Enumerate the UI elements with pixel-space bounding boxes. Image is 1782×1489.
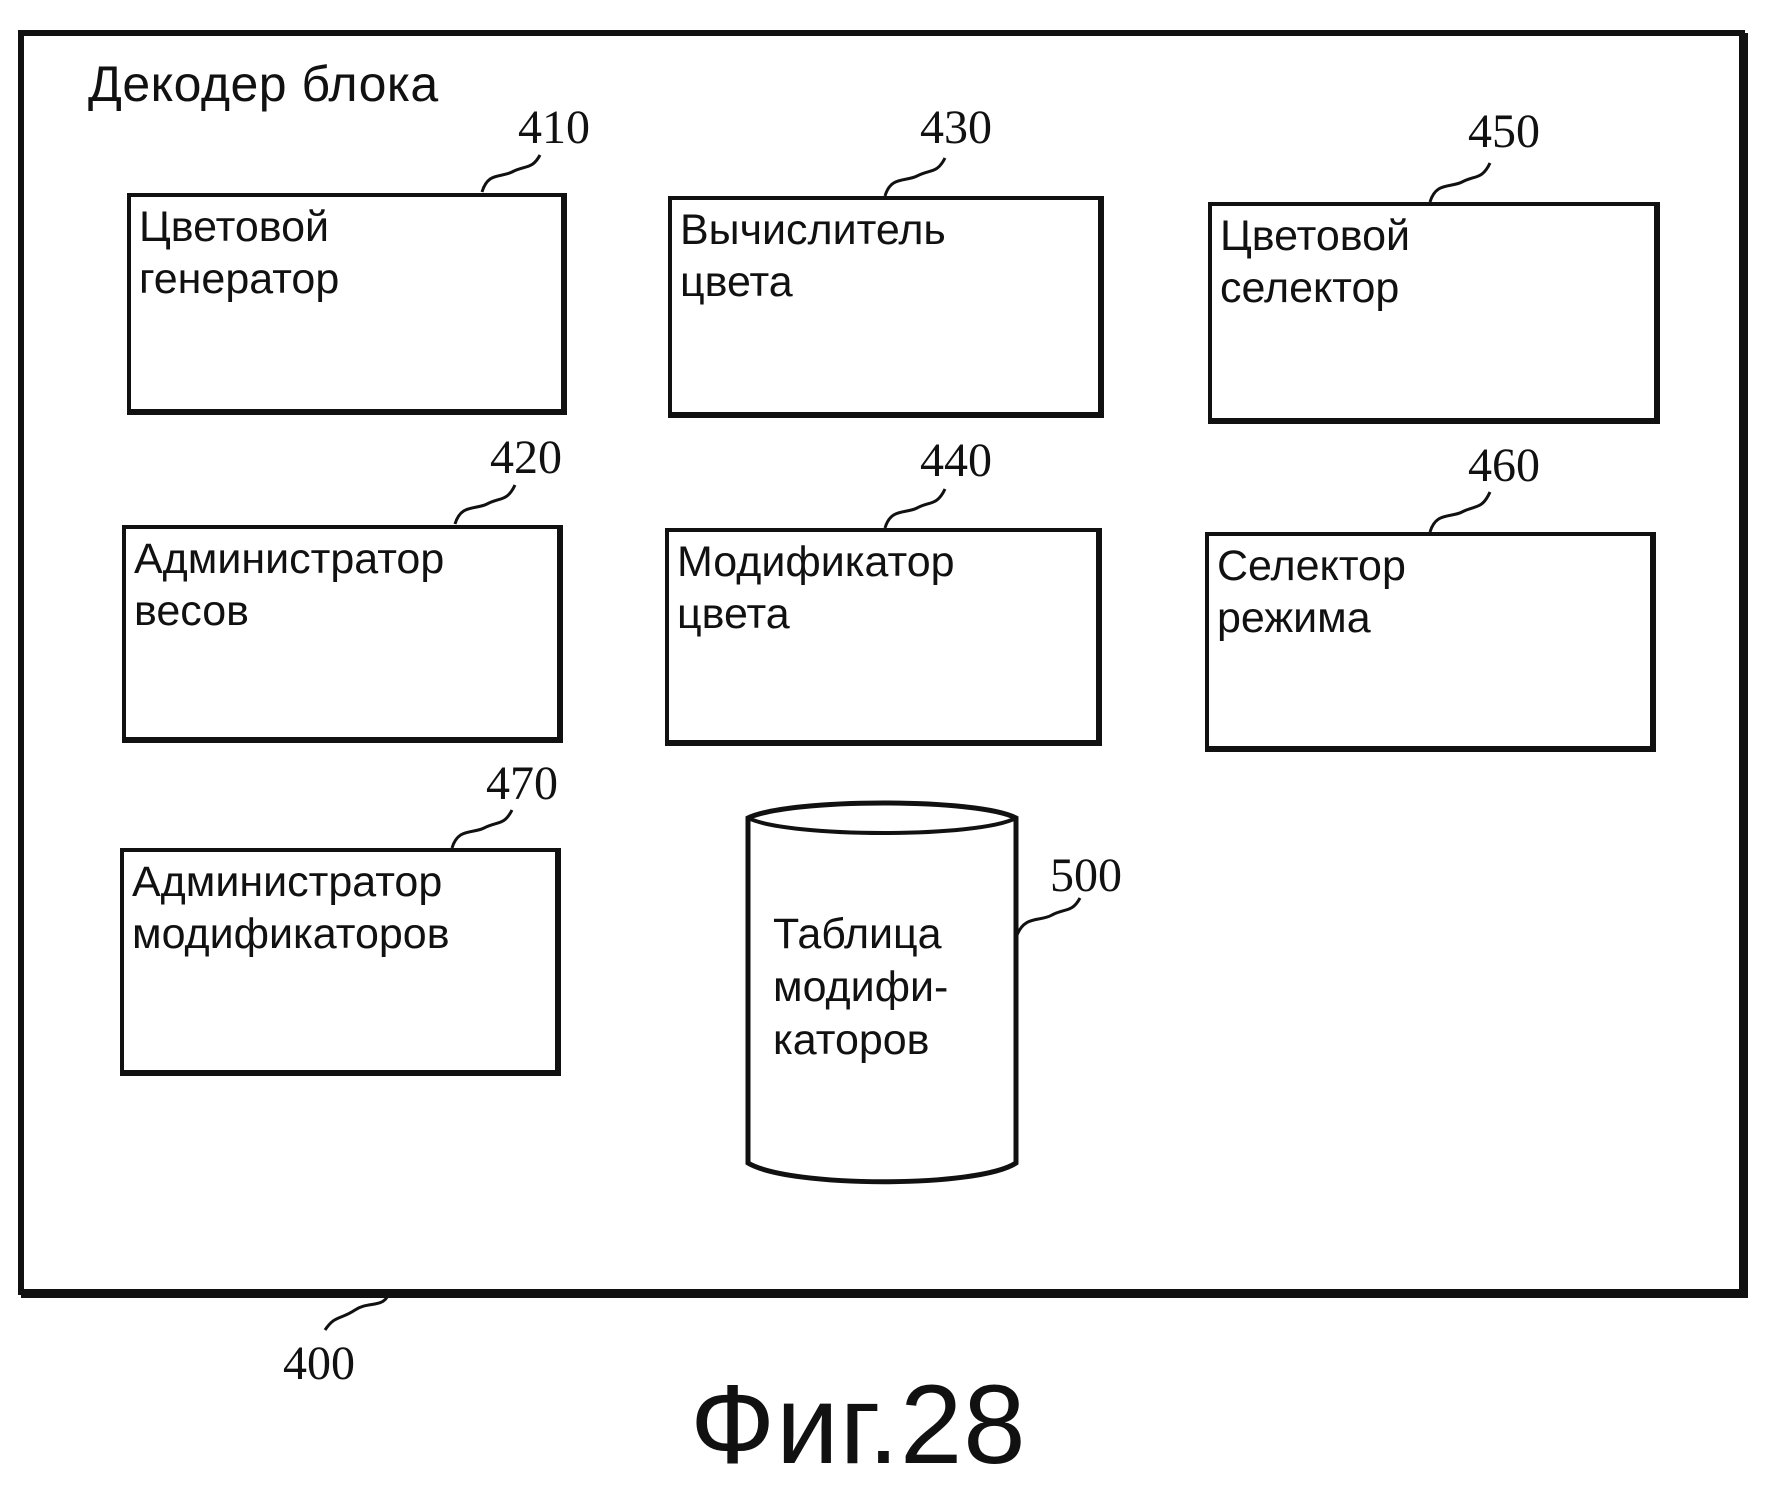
color-modifier-block: Модификатор цвета xyxy=(665,528,1102,746)
ref-470: 470 xyxy=(486,760,558,808)
ref-420: 420 xyxy=(490,434,562,482)
leader-400 xyxy=(325,1290,390,1330)
block-label: Селектор режима xyxy=(1217,540,1406,644)
color-selector-block: Цветовой селектор xyxy=(1208,202,1660,424)
color-calculator-block: Вычислитель цвета xyxy=(668,196,1104,418)
block-label: Администратор модификаторов xyxy=(132,856,450,960)
ref-400: 400 xyxy=(283,1340,355,1388)
block-label: Модификатор цвета xyxy=(677,536,955,640)
block-label: Цветовой селектор xyxy=(1220,210,1410,314)
ref-440: 440 xyxy=(920,437,992,485)
modifiers-manager-block: Администратор модификаторов xyxy=(120,848,561,1076)
diagram-title: Декодер блока xyxy=(88,55,439,113)
modifier-table-label: Таблица модифи- каторов xyxy=(773,908,948,1067)
ref-450: 450 xyxy=(1468,108,1540,156)
ref-460: 460 xyxy=(1468,442,1540,490)
block-label: Цветовой генератор xyxy=(139,201,339,305)
ref-410: 410 xyxy=(518,104,590,152)
color-generator-block: Цветовой генератор xyxy=(127,193,567,415)
ref-500: 500 xyxy=(1050,852,1122,900)
block-label: Администратор весов xyxy=(134,533,444,637)
mode-selector-block: Селектор режима xyxy=(1205,532,1656,752)
figure-caption: Фиг.28 xyxy=(690,1360,1027,1489)
ref-430: 430 xyxy=(920,104,992,152)
block-label: Вычислитель цвета xyxy=(680,204,946,308)
weights-manager-block: Администратор весов xyxy=(122,525,563,743)
